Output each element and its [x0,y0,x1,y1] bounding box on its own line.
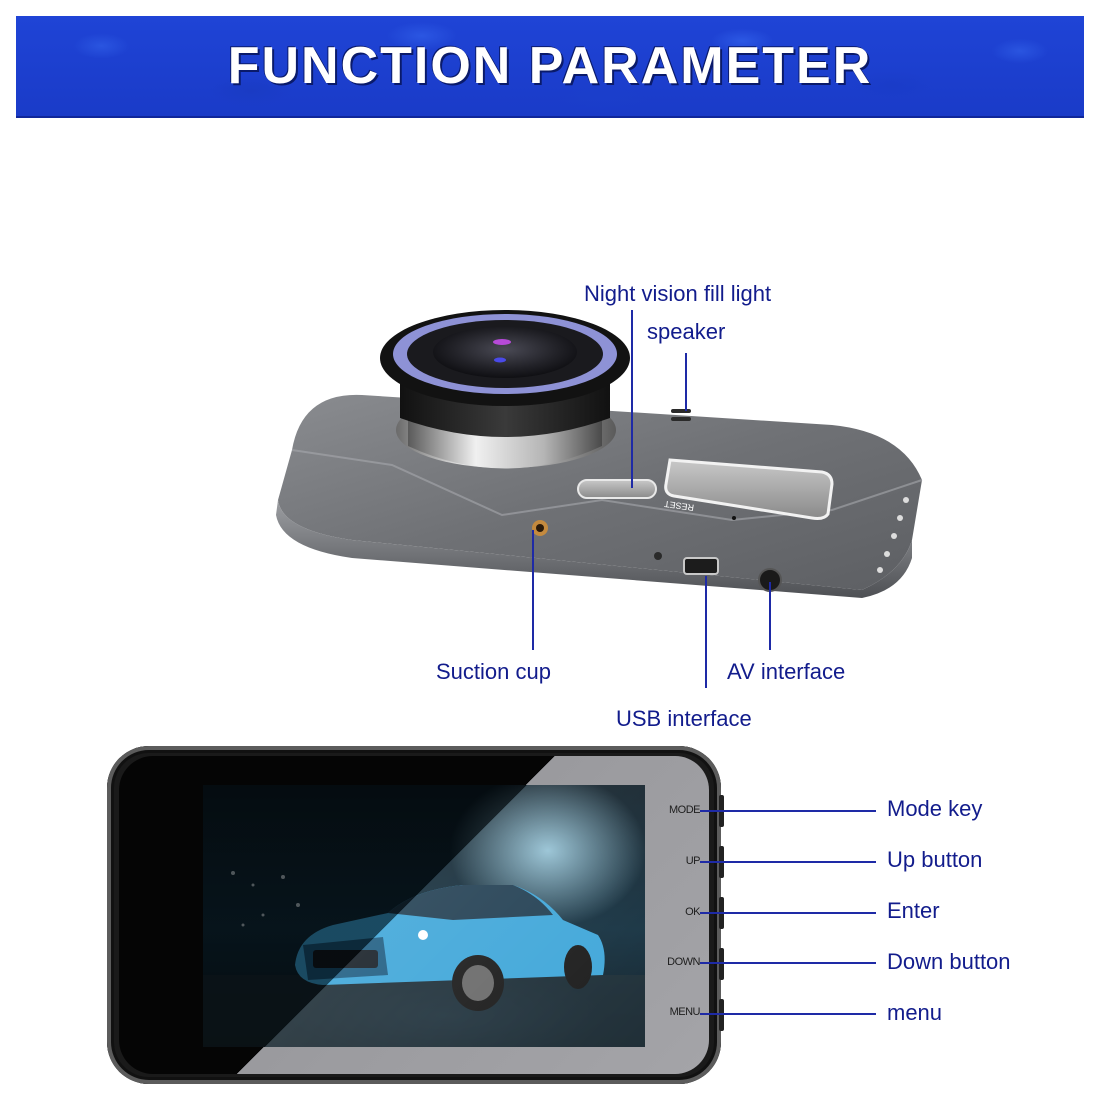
device-label-ok: OK [685,906,700,918]
leader-line-night-vision [631,310,633,488]
label-speaker: speaker [647,319,726,344]
leader-line-ok [700,912,876,914]
callout-down-button: Down button [887,949,1011,974]
device-label-mode: MODE [669,804,701,816]
camera-lens [378,306,632,486]
screen-glare [203,785,645,1047]
leader-line-menu [700,1013,876,1015]
callout-mode-key: Mode key [887,796,983,821]
callout-enter: Enter [887,898,940,923]
callout-up-button: Up button [887,847,983,872]
leader-line-suction-cup [532,530,534,650]
leader-line-up [700,861,876,863]
device-label-down: DOWN [667,956,700,968]
side-button-menu[interactable] [719,999,724,1031]
label-night-vision-fill-light: Night vision fill light [584,281,772,306]
device-label-menu: MENU [669,1006,701,1018]
reset-text: RESET [663,499,695,513]
side-button-down[interactable] [719,948,724,980]
bezel [119,756,709,1074]
leader-line-down [700,962,876,964]
page-title: FUNCTION PARAMETER [227,37,873,95]
header-banner: FUNCTION PARAMETER [16,16,1084,118]
label-usb-interface: USB interface [616,706,752,731]
leader-line-mode [700,810,876,812]
label-suction-cup: Suction cup [436,659,551,684]
callout-menu: menu [887,1000,943,1025]
display-screen [203,785,645,1047]
leader-line-usb [705,576,707,688]
device-label-up: UP [685,855,701,867]
leader-line-speaker [685,353,687,411]
dashcam-front-view [107,746,721,1084]
label-av-interface: AV interface [727,659,846,684]
leader-line-av [769,582,771,650]
